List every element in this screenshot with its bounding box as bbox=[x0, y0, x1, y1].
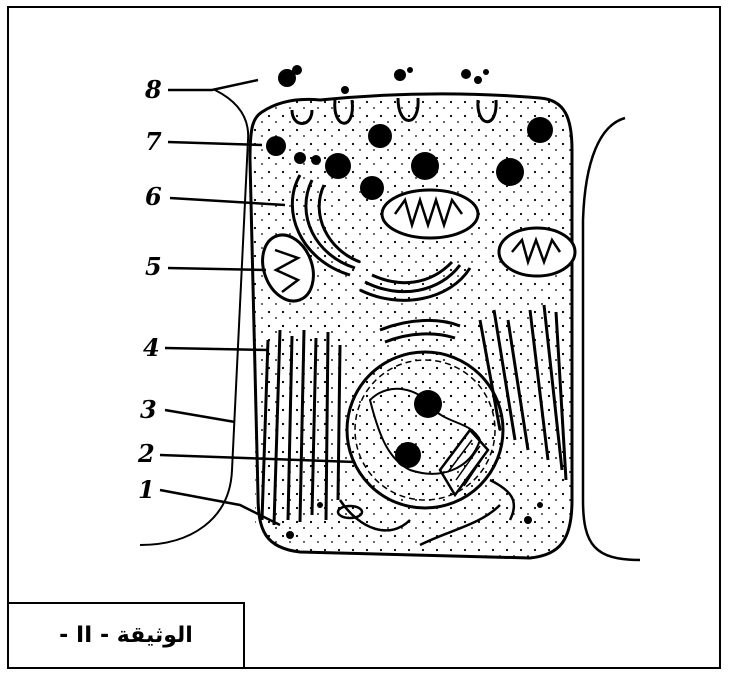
label-8: 8 bbox=[144, 75, 162, 104]
arrow-4 bbox=[165, 348, 268, 350]
mitochondrion-1 bbox=[382, 190, 478, 238]
neighbor-cell-left bbox=[140, 90, 248, 545]
label-5: 5 bbox=[145, 252, 162, 281]
mitochondrion-2 bbox=[499, 228, 575, 276]
arrow-3 bbox=[165, 410, 235, 422]
label-1: 1 bbox=[138, 475, 155, 504]
label-6: 6 bbox=[145, 182, 162, 211]
nucleolus bbox=[414, 390, 442, 418]
caption-box: الوثيقة - II - bbox=[7, 602, 245, 669]
label-4: 4 bbox=[143, 333, 160, 362]
document-caption: الوثيقة - II - bbox=[59, 623, 193, 648]
label-2: 2 bbox=[137, 439, 155, 468]
arrow-8 bbox=[168, 80, 258, 90]
label-7: 7 bbox=[145, 127, 162, 156]
label-3: 3 bbox=[140, 395, 157, 424]
neighbor-cell-right bbox=[583, 118, 640, 560]
released-secretion bbox=[278, 65, 489, 94]
nucleus bbox=[347, 352, 503, 508]
